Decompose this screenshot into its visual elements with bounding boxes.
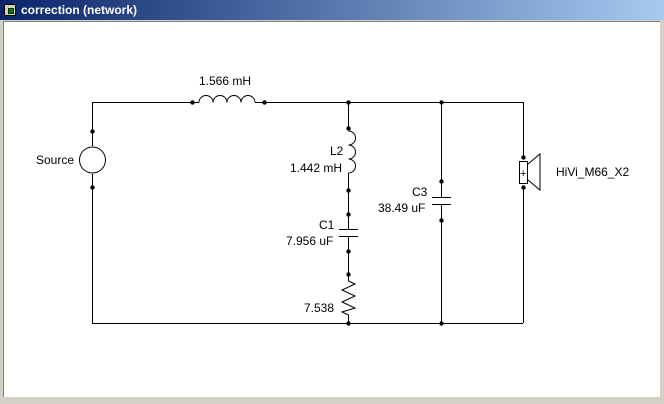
source-symbol [79, 146, 106, 174]
circuit-schematic: 1.566 mH Source L2 1.442 mH C1 7.956 uF … [36, 74, 629, 326]
c1-name: C1 [319, 218, 335, 232]
junction-dot [346, 100, 351, 105]
junction-dot [439, 218, 444, 223]
junction-dot [521, 155, 526, 160]
resistor-value: 7.538 [304, 301, 334, 315]
series-inductor-value: 1.566 mH [199, 74, 251, 88]
window-bottom-border [0, 397, 664, 404]
speaker-name: HiVi_M66_X2 [556, 165, 629, 179]
c3-value: 38.49 uF [378, 201, 425, 215]
junction-dot [90, 129, 95, 134]
junction-dot [346, 249, 351, 254]
window-title: correction (network) [21, 3, 138, 17]
junction-dot [521, 185, 526, 190]
schematic-canvas[interactable]: 1.566 mH Source L2 1.442 mH C1 7.956 uF … [3, 21, 660, 397]
junction-dot [346, 126, 351, 131]
title-bar[interactable]: correction (network) [0, 0, 664, 20]
junction-dot [346, 321, 351, 326]
junction-dot [439, 179, 444, 184]
junction-dot [262, 100, 267, 105]
speaker-plus-sign: + [520, 168, 526, 180]
junction-dot [190, 100, 195, 105]
junction-dot [439, 321, 444, 326]
l2-value: 1.442 mH [290, 161, 342, 175]
junction-dot [346, 188, 351, 193]
window-menu-icon[interactable] [4, 4, 16, 16]
speaker-box [519, 161, 528, 184]
junction-dot [439, 100, 444, 105]
source-label: Source [36, 153, 74, 167]
junction-dot [346, 272, 351, 277]
junction-dot [90, 185, 95, 190]
c3-name: C3 [412, 185, 428, 199]
l2-inductor-symbol [348, 130, 356, 174]
junction-dot [346, 212, 351, 217]
series-inductor-symbol [198, 95, 256, 103]
c1-value: 7.956 uF [286, 234, 333, 248]
speaker-cone [527, 152, 541, 192]
l2-name: L2 [330, 144, 344, 158]
resistor-symbol [340, 280, 357, 316]
